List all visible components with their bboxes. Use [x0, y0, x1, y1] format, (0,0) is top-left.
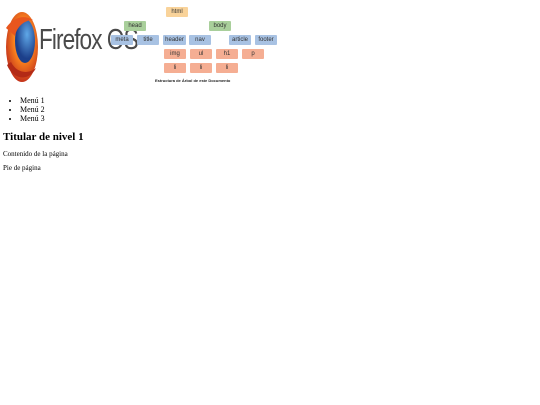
page-footer: Pie de página — [0, 164, 540, 173]
dom-tree-diagram: html head body meta title header nav art… — [110, 5, 280, 87]
menu-item: Menú 3 — [20, 114, 540, 123]
tree-node-li: li — [216, 63, 238, 73]
footer-text: Pie de página — [3, 164, 41, 172]
tree-node-h1: h1 — [216, 49, 238, 59]
tree-node-title: title — [137, 35, 159, 45]
firefox-globe-icon — [6, 12, 38, 82]
main-article: Titular de nivel 1 Contenido de la págin… — [0, 130, 540, 159]
page-content: Contenido de la página — [3, 150, 68, 158]
tree-node-meta: meta — [111, 35, 133, 45]
tree-node-li: li — [190, 63, 212, 73]
tree-node-footer: footer — [255, 35, 277, 45]
tree-node-nav: nav — [189, 35, 211, 45]
tree-node-img: img — [164, 49, 186, 59]
tree-node-ul: ul — [190, 49, 212, 59]
page-heading: Titular de nivel 1 — [3, 131, 84, 143]
tree-node-head: head — [124, 21, 146, 31]
tree-node-header: header — [163, 35, 186, 45]
page-header: Firefox OS html head body meta title hea… — [0, 0, 540, 92]
tree-node-p: p — [242, 49, 264, 59]
firefox-os-logo: Firefox OS — [3, 8, 139, 86]
main-nav: Menú 1 Menú 2 Menú 3 — [0, 96, 540, 123]
tree-node-html: html — [166, 7, 188, 17]
tree-node-article: article — [229, 35, 251, 45]
menu-list: Menú 1 Menú 2 Menú 3 — [0, 96, 540, 123]
menu-item: Menú 1 — [20, 96, 540, 105]
menu-item: Menú 2 — [20, 105, 540, 114]
diagram-caption: Estructura de Árbol de este Documento — [155, 78, 231, 83]
tree-node-body: body — [209, 21, 231, 31]
tree-node-li: li — [164, 63, 186, 73]
